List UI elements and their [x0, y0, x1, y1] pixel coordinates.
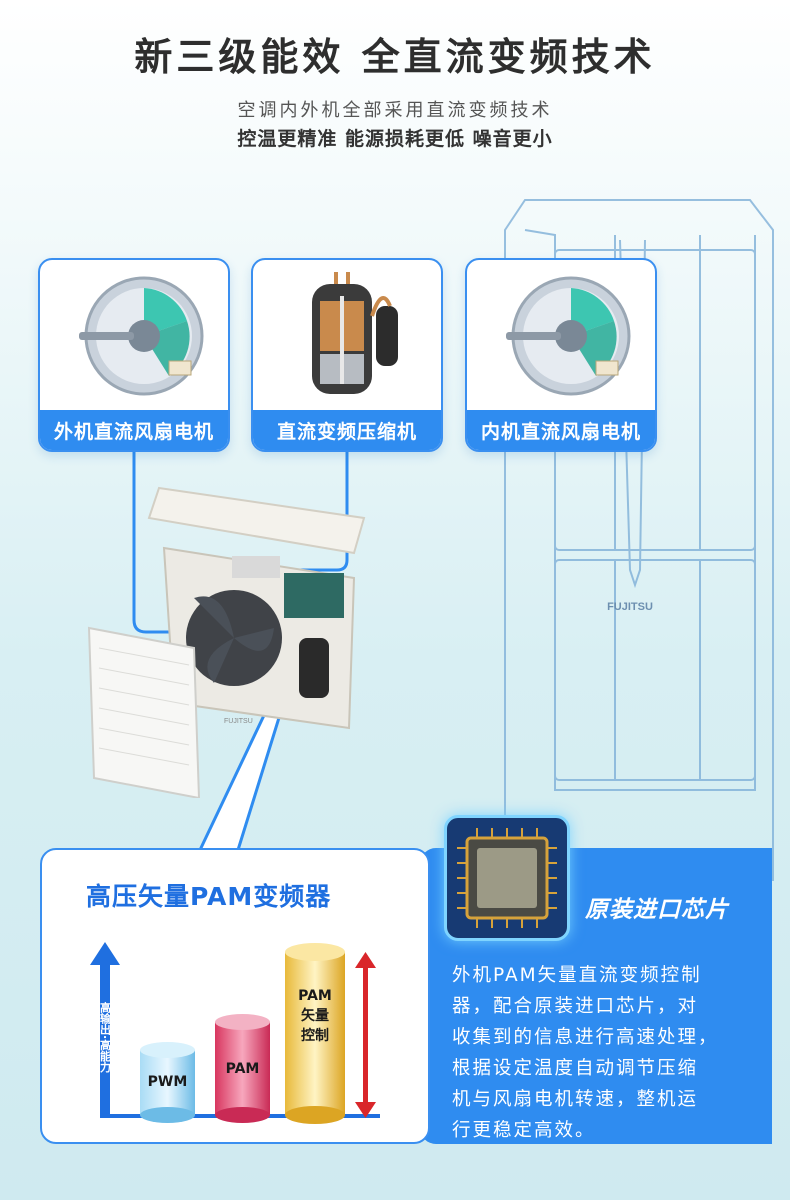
description-line: 器，配合原装进口芯片，对 — [452, 996, 699, 1017]
range-arrow — [355, 952, 376, 1118]
description-line: 根据设定温度自动调节压缩 — [452, 1058, 699, 1079]
fan-motor-icon — [79, 276, 204, 396]
description-line: 机与风扇电机转速，整机运 — [452, 1089, 699, 1110]
card-label: 内机直流风扇电机 — [467, 410, 655, 450]
outdoor-brand-logo: FUJITSU — [224, 718, 253, 725]
description-line: 行更稳定高效。 — [452, 1120, 596, 1141]
chip-title: 原装进口芯片 — [585, 897, 729, 923]
description-line: 收集到的信息进行高速处理， — [452, 1027, 719, 1048]
pam-title: 高压矢量PAM变频器 — [86, 882, 332, 911]
bar-pam-vector: PAM 矢量 控制 — [285, 943, 345, 1124]
axis-arrow — [90, 942, 120, 1115]
bar-pwm: PWM — [140, 1042, 195, 1123]
card-inner-fan-motor: 内机直流风扇电机 — [465, 258, 657, 452]
bar-label-line: 控制 — [301, 1027, 329, 1044]
description-line: 外机PAM矢量直流变频控制 — [452, 965, 702, 986]
pam-comparison-chart: 高输出·高能力 PWM PAM PAM 矢量 控制 — [90, 942, 380, 1124]
outdoor-unit-illustration: FUJITSU — [87, 486, 366, 798]
card-outer-fan-motor: 外机直流风扇电机 — [38, 258, 230, 452]
bar-label: PAM — [226, 1061, 260, 1077]
axis-label: 高输出·高能力 — [99, 1001, 112, 1073]
card-label: 直流变频压缩机 — [253, 410, 441, 450]
compressor-icon — [312, 272, 398, 394]
chip-description: 外机PAM矢量直流变频控制 器，配合原装进口芯片，对 收集到的信息进行高速处理，… — [452, 960, 762, 1146]
indoor-brand-logo: FUJITSU — [607, 601, 653, 613]
card-label: 外机直流风扇电机 — [40, 410, 228, 450]
feature-line: 控温更精准 能源损耗更低 噪音更小 — [237, 128, 553, 150]
bar-label-line: 矢量 — [301, 1007, 329, 1024]
subtitle: 空调内外机全部采用直流变频技术 — [237, 100, 553, 121]
bar-pam: PAM — [215, 1014, 270, 1123]
chip-icon — [444, 815, 570, 941]
page-title: 新三级能效 全直流变频技术 — [134, 35, 656, 79]
bar-label: PWM — [148, 1074, 188, 1090]
bar-label-line: PAM — [298, 988, 332, 1004]
card-compressor: 直流变频压缩机 — [251, 258, 443, 452]
fan-motor-icon — [506, 276, 631, 396]
